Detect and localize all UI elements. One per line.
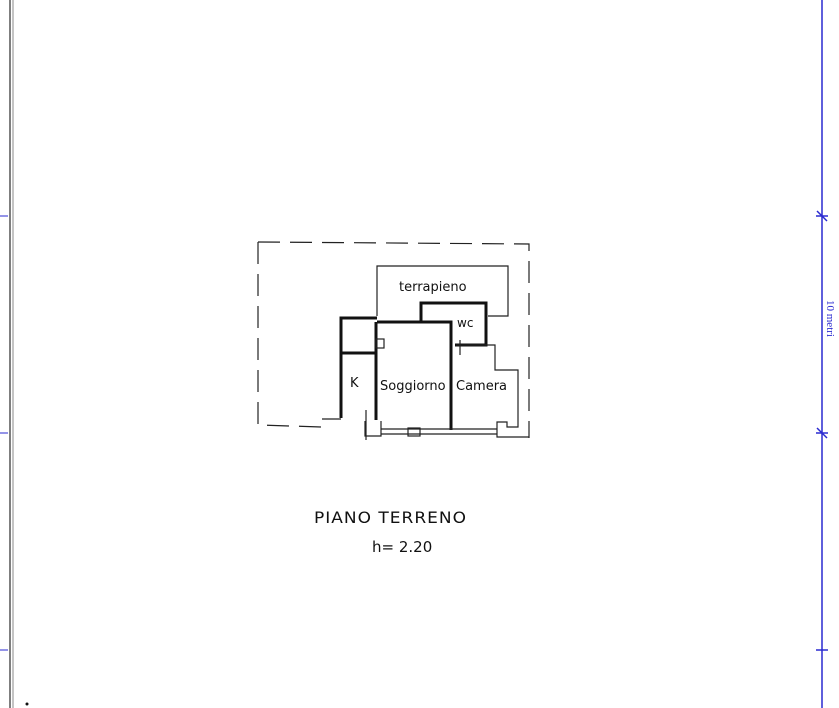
scale-bar [816,0,828,708]
room-label-camera: Camera [456,379,507,394]
plan-title: PIANO TERRENO [314,508,467,528]
room-label-terrapieno: terrapieno [399,280,467,295]
room-label-soggiorno: Soggiorno [380,379,446,394]
scale-label: 10 metri [824,300,836,337]
left-border [0,0,29,708]
walls [339,301,488,430]
plan-height: h= 2.20 [372,538,433,556]
room-label-wc: wc [457,316,473,330]
room-label-kitchen: K [350,376,359,391]
lot-boundary [257,241,530,438]
terrapieno-area [376,265,509,317]
camera-outline [322,338,529,440]
